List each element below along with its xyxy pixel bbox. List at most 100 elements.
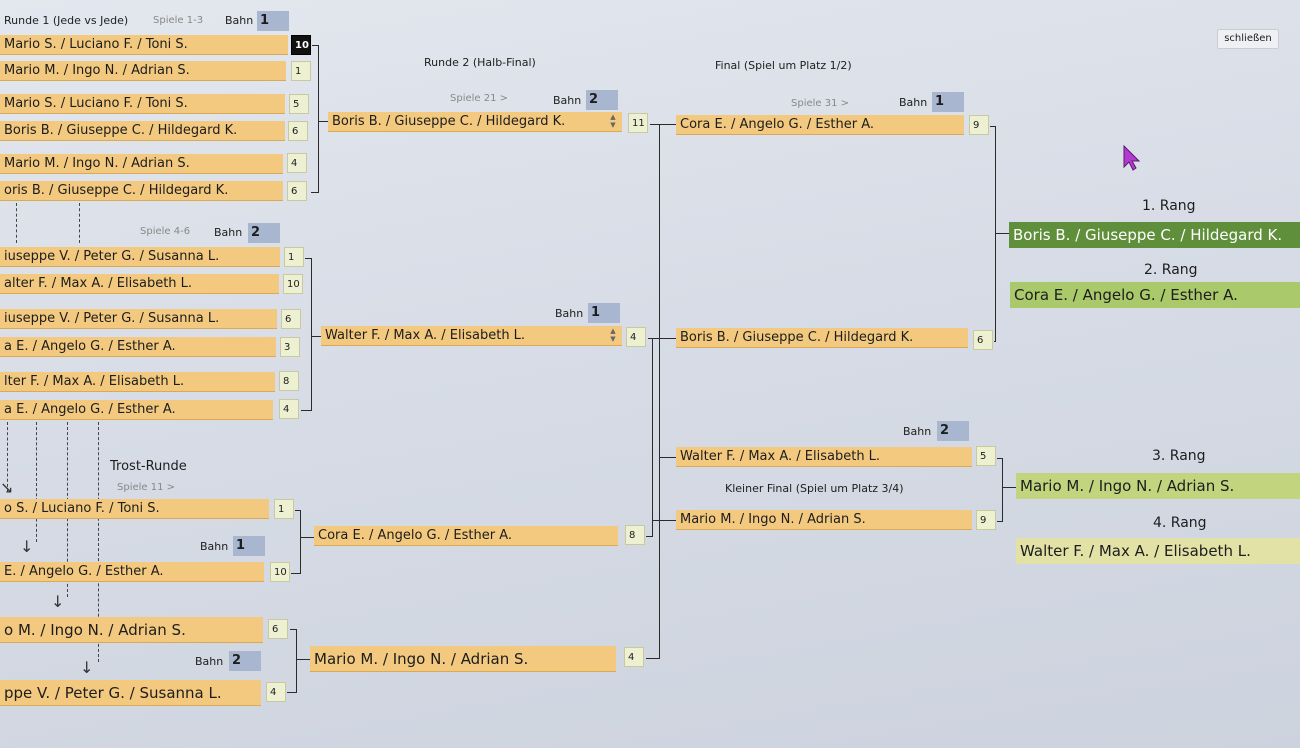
- trost-title: Trost-Runde: [110, 459, 187, 474]
- round1-groupa-bahn-field[interactable]: 1: [257, 11, 289, 31]
- arrow-down-icon: ↘: [0, 478, 14, 497]
- bracket-line: [290, 629, 296, 630]
- arrow-down-icon: ↓: [20, 537, 34, 556]
- round2-title: Runde 2 (Halb-Final): [424, 56, 536, 69]
- round2-games[interactable]: Spiele 21 >: [450, 93, 509, 104]
- round1-groupa-row[interactable]: Boris B. / Giuseppe C. / Hildegard K.: [0, 121, 285, 141]
- bracket-line: [311, 192, 318, 193]
- round1-groupb-row[interactable]: iuseppe V. / Peter G. / Susanna L.: [0, 247, 280, 267]
- final-games[interactable]: Spiele 31 >: [791, 98, 850, 109]
- rank-3-label: 3. Rang: [1152, 448, 1206, 464]
- final-row[interactable]: Cora E. / Angelo G. / Esther A.: [676, 115, 964, 135]
- round1-groupa-score[interactable]: 5: [289, 94, 309, 114]
- trost-winner-row[interactable]: Cora E. / Angelo G. / Esther A.: [314, 526, 618, 546]
- round1-groupa-row[interactable]: Mario S. / Luciano F. / Toni S.: [0, 94, 285, 114]
- bracket-line: [1002, 458, 1003, 522]
- bracket-line: [296, 659, 310, 660]
- bracket-line: [653, 520, 676, 521]
- trost-row[interactable]: o S. / Luciano F. / Toni S.: [0, 499, 269, 519]
- bracket-line: [1002, 487, 1016, 488]
- rank-1-team: Boris B. / Giuseppe C. / Hildegard K.: [1009, 222, 1300, 248]
- round2-score[interactable]: 11: [628, 113, 648, 133]
- trost-row[interactable]: E. / Angelo G. / Esther A.: [0, 562, 264, 582]
- round1-groupa-score[interactable]: 10: [291, 35, 311, 55]
- rank-2-team: Cora E. / Angelo G. / Esther A.: [1010, 282, 1300, 308]
- round1-title: Runde 1 (Jede vs Jede): [4, 14, 129, 27]
- small-final-row[interactable]: Walter F. / Max A. / Elisabeth L.: [676, 447, 972, 467]
- round1-groupa-score[interactable]: 1: [291, 61, 311, 81]
- trost-winner-row[interactable]: Mario M. / Ingo N. / Adrian S.: [310, 646, 616, 672]
- round2-score[interactable]: 4: [626, 327, 646, 347]
- trost-score[interactable]: 4: [266, 682, 286, 702]
- round1-groupb-row[interactable]: lter F. / Max A. / Elisabeth L.: [0, 372, 275, 392]
- round1-groupa-row[interactable]: Mario M. / Ingo N. / Adrian S.: [0, 154, 283, 174]
- rank-4-label: 4. Rang: [1153, 515, 1207, 531]
- round2-bahn1-label: Bahn: [553, 94, 582, 107]
- bracket-line: [312, 45, 318, 46]
- trost-row[interactable]: o M. / Ingo N. / Adrian S.: [0, 617, 263, 643]
- bracket-line: [652, 338, 653, 536]
- round1-groupb-games[interactable]: Spiele 4-6: [140, 226, 191, 237]
- small-final-score[interactable]: 9: [976, 510, 996, 530]
- round1-groupb-row[interactable]: a E. / Angelo G. / Esther A.: [0, 337, 276, 357]
- bracket-line: [648, 338, 676, 339]
- round1-groupb-score[interactable]: 6: [281, 309, 301, 329]
- bracket-line: [646, 536, 653, 537]
- final-row[interactable]: Boris B. / Giuseppe C. / Hildegard K.: [676, 328, 968, 348]
- small-final-row[interactable]: Mario M. / Ingo N. / Adrian S.: [676, 510, 972, 530]
- round1-groupa-score[interactable]: 4: [287, 153, 307, 173]
- round1-groupa-row[interactable]: Mario S. / Luciano F. / Toni S.: [0, 35, 288, 55]
- trost-score[interactable]: 10: [270, 562, 290, 582]
- trost-score[interactable]: 1: [274, 499, 294, 519]
- final-bahn-field[interactable]: 1: [932, 92, 964, 112]
- round1-groupb-score[interactable]: 8: [279, 371, 299, 391]
- bracket-line: [650, 124, 660, 125]
- round1-groupb-row[interactable]: alter F. / Max A. / Elisabeth L.: [0, 274, 279, 294]
- small-final-score[interactable]: 5: [976, 446, 996, 466]
- round1-groupa-row[interactable]: oris B. / Giuseppe C. / Hildegard K.: [0, 181, 283, 201]
- rank-1-label: 1. Rang: [1142, 198, 1196, 214]
- round2-bahn2-field[interactable]: 1: [588, 303, 620, 323]
- final-score[interactable]: 9: [969, 115, 989, 135]
- round1-groupb-bahn-field[interactable]: 2: [248, 223, 280, 243]
- round1-groupb-row[interactable]: iuseppe V. / Peter G. / Susanna L.: [0, 309, 277, 329]
- trost-winner-score[interactable]: 4: [624, 647, 644, 667]
- trost-bahn1-field[interactable]: 1: [233, 536, 265, 556]
- round2-row[interactable]: Boris B. / Giuseppe C. / Hildegard K.: [328, 112, 622, 132]
- round1-groupb-score[interactable]: 4: [279, 399, 299, 419]
- trost-games[interactable]: Spiele 11 >: [117, 482, 176, 493]
- round2-bahn2-label: Bahn: [555, 307, 584, 320]
- trost-row[interactable]: ppe V. / Peter G. / Susanna L.: [0, 680, 261, 706]
- small-final-bahn-label: Bahn: [903, 425, 932, 438]
- round1-groupa-row[interactable]: Mario M. / Ingo N. / Adrian S.: [0, 61, 286, 81]
- trost-bahn1-label: Bahn: [200, 540, 229, 553]
- close-button[interactable]: schließen: [1217, 29, 1279, 49]
- small-final-bahn-field[interactable]: 2: [937, 421, 969, 441]
- small-final-title: Kleiner Final (Spiel um Platz 3/4): [725, 482, 904, 495]
- round1-groupa-score[interactable]: 6: [287, 181, 307, 201]
- bracket-line: [311, 258, 312, 411]
- dashed-connector: [98, 422, 99, 662]
- round2-row[interactable]: Walter F. / Max A. / Elisabeth L.: [321, 326, 622, 346]
- round1-groupa-games[interactable]: Spiele 1-3: [153, 15, 204, 26]
- trost-score[interactable]: 6: [268, 619, 288, 639]
- spinner-icon[interactable]: ▲▼: [610, 327, 616, 343]
- bracket-line: [659, 124, 676, 125]
- round2-bahn1-field[interactable]: 2: [586, 90, 618, 110]
- spinner-icon[interactable]: ▲▼: [610, 113, 616, 129]
- bracket-line: [659, 124, 660, 659]
- trost-bahn2-field[interactable]: 2: [229, 651, 261, 671]
- bracket-line: [300, 510, 301, 573]
- final-title: Final (Spiel um Platz 1/2): [715, 59, 852, 72]
- bracket-line: [305, 258, 312, 259]
- bracket-line: [997, 458, 1003, 459]
- round1-groupb-score[interactable]: 10: [283, 274, 303, 294]
- round1-groupa-bahn-label: Bahn: [225, 14, 254, 27]
- bracket-line: [287, 692, 297, 693]
- round1-groupa-score[interactable]: 6: [288, 121, 308, 141]
- final-score[interactable]: 6: [973, 330, 993, 350]
- trost-winner-score[interactable]: 8: [625, 525, 645, 545]
- round1-groupb-score[interactable]: 1: [284, 247, 304, 267]
- round1-groupb-score[interactable]: 3: [280, 337, 300, 357]
- round1-groupb-row[interactable]: a E. / Angelo G. / Esther A.: [0, 400, 273, 420]
